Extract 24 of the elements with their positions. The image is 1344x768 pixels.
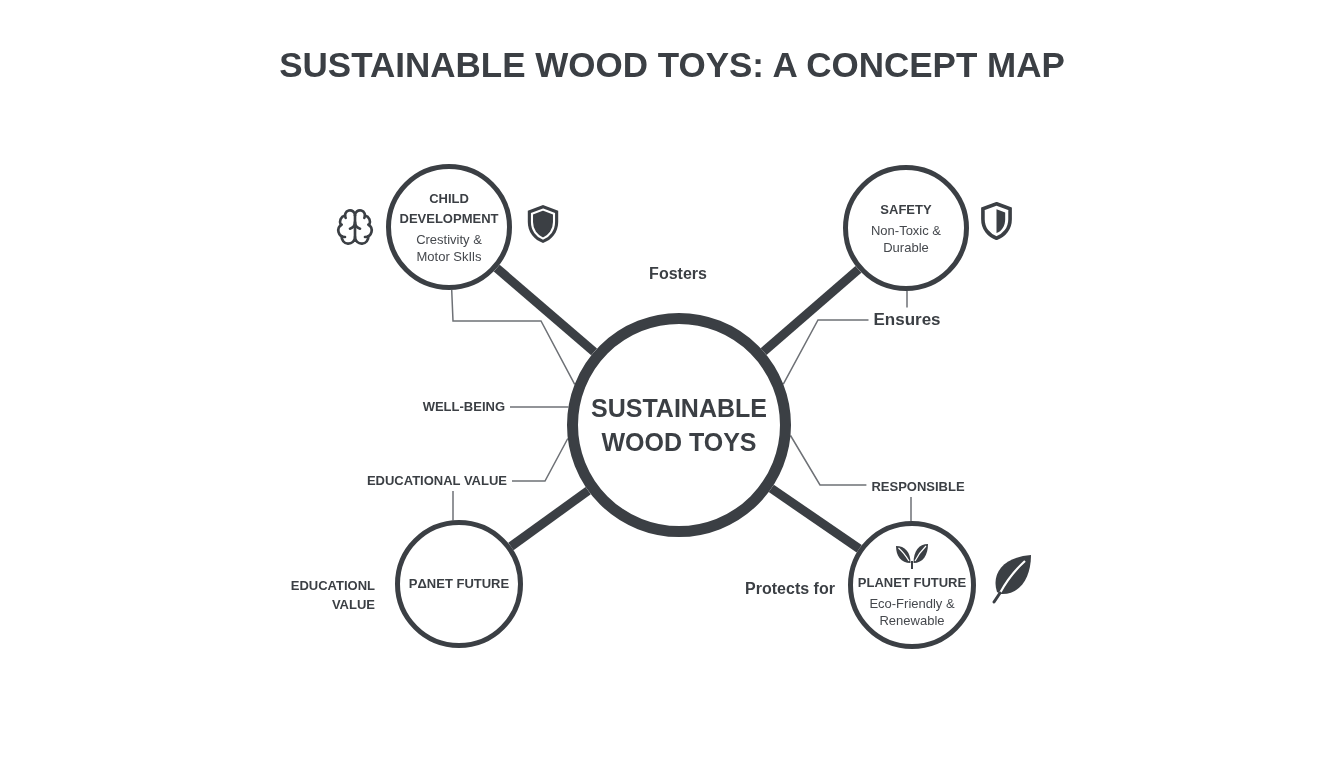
diagram-title: SUSTAINABLE WOOD TOYS: A CONCEPT MAP [279,44,1065,86]
spoke-line [768,484,862,553]
relation-label: Ensures [868,307,946,333]
node-title: CHILD DEVELOPMENT [398,190,500,228]
node-title: PΔNET FUTURE [408,575,510,593]
relation-label: EDUCATIONAL VALUE [361,470,512,492]
leader-line [511,437,569,482]
relation-label: Protects for [745,579,835,599]
node-description: Crestivity & Motor SkIls [415,231,483,265]
leader-line [452,490,454,522]
node-title: SAFETY [880,201,932,219]
relation-label: WELL-BEING [417,396,510,418]
node-title: PLANET FUTURE [857,573,967,592]
spoke-line [508,486,591,551]
node-description: Non-Toxic & Durable [869,222,943,256]
spoke-line [760,265,862,355]
node-description: Eco-Friendly & Renewable [868,594,956,629]
annotation-label: EDUCATIONL VALUE [289,577,375,614]
node-title: SUSTAINABLE WOOD TOYS [590,393,768,458]
leader-line [910,496,912,522]
relation-label: RESPONSIBLE [866,476,970,498]
spoke-line [493,264,598,356]
leader-line [906,290,908,309]
relation-label: Fosters [649,264,707,284]
